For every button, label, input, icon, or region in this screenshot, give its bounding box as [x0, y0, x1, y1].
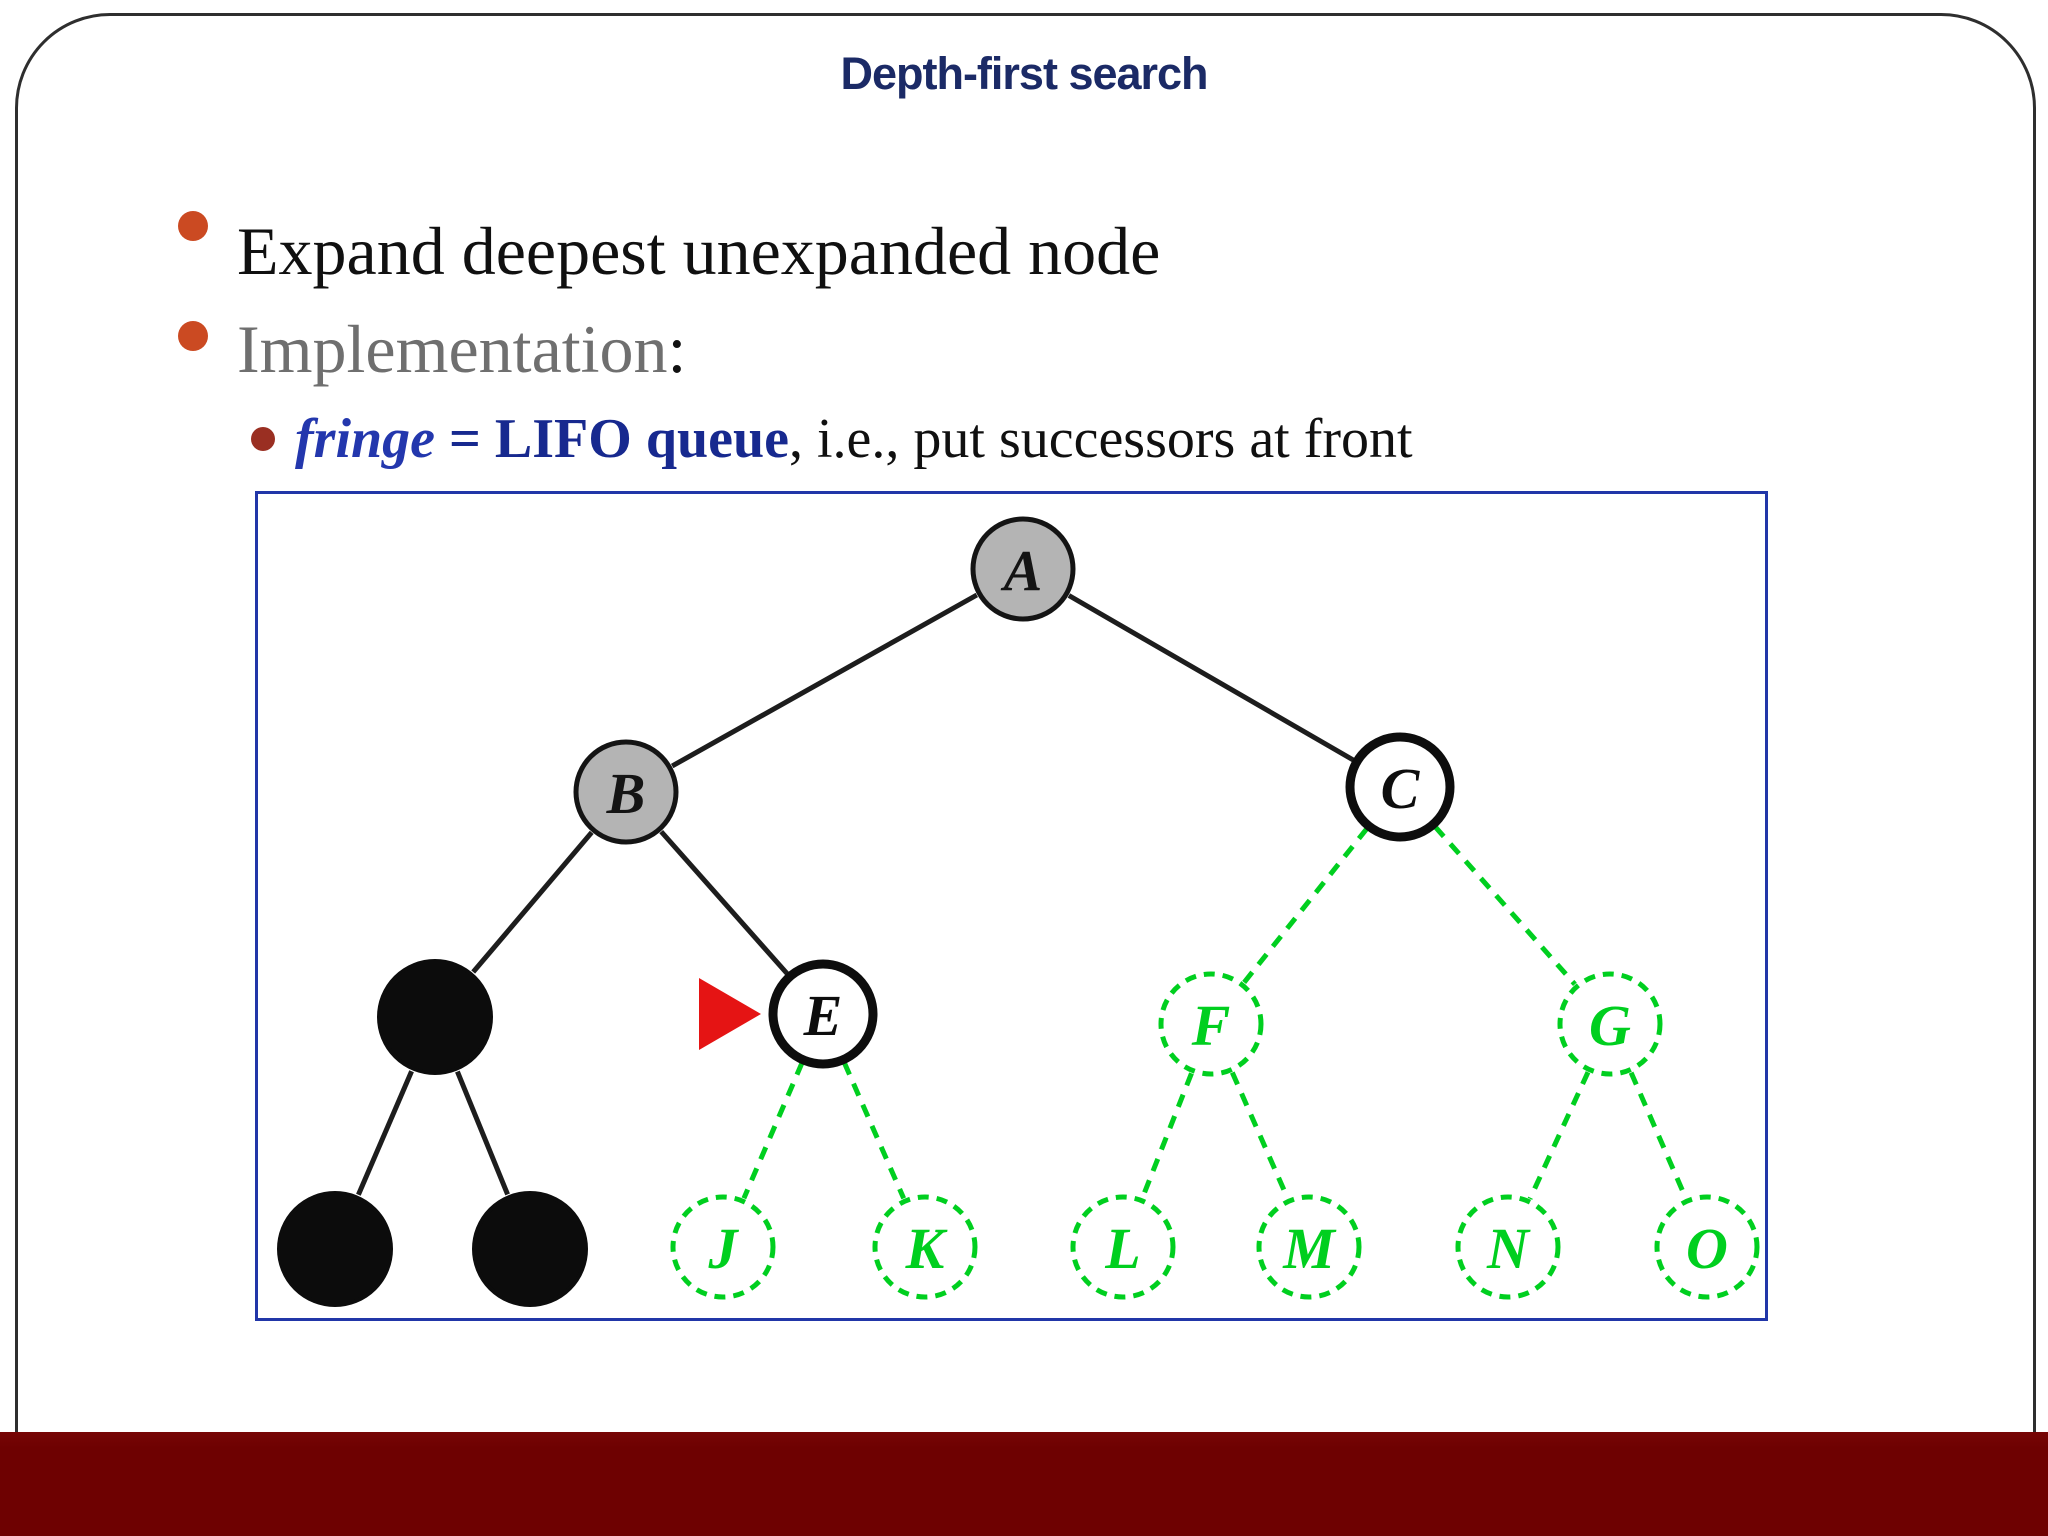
tree-edge-C-G — [1433, 825, 1577, 986]
lifo-queue-phrase: = LIFO queue — [435, 408, 789, 470]
tree-edge-A-B — [670, 592, 979, 769]
tree-node-A: A — [970, 516, 1076, 622]
tree-node-circle-O — [1654, 1194, 1760, 1300]
footer-maroon-bar — [0, 1432, 2048, 1536]
tree-node-circle-B — [573, 739, 679, 845]
tree-node-label-B: B — [606, 761, 646, 826]
tree-node-label-J: J — [708, 1216, 740, 1281]
tree-node-K: K — [872, 1194, 978, 1300]
tree-node-F: F — [1158, 971, 1264, 1077]
tree-node-N: N — [1455, 1194, 1561, 1300]
tree-edge-E-J — [741, 1061, 805, 1200]
tree-node-label-L: L — [1104, 1216, 1140, 1281]
tree-edge-E-K — [842, 1061, 906, 1200]
tree-node-circle-L — [1070, 1194, 1176, 1300]
tree-node-label-N: N — [1486, 1216, 1531, 1281]
tree-node-label-O: O — [1686, 1216, 1728, 1281]
tree-node-label-E: E — [803, 983, 843, 1048]
tree-node-X3 — [472, 1191, 588, 1307]
successors-phrase: , i.e., put successors at front — [788, 408, 1413, 470]
tree-edge-B-X1 — [471, 830, 594, 974]
tree-node-E: E — [768, 959, 878, 1069]
sub-bullet-dot — [251, 427, 275, 451]
tree-node-X1 — [377, 959, 493, 1075]
tree-node-circle-X1 — [377, 959, 493, 1075]
tree-node-circle-X2 — [277, 1191, 393, 1307]
tree-edge-B-E — [659, 829, 790, 977]
bullet-dot-2 — [178, 321, 208, 351]
bullet-dot-1 — [178, 211, 208, 241]
tree-edge-A-C — [1067, 593, 1356, 763]
tree-edge-G-O — [1628, 1071, 1689, 1200]
slide-title: Depth-first search — [840, 48, 1208, 99]
tree-node-label-K: K — [905, 1216, 948, 1281]
tree-node-B: B — [573, 739, 679, 845]
tree-node-label-F: F — [1191, 993, 1231, 1058]
tree-node-X2 — [277, 1191, 393, 1307]
tree-node-label-C: C — [1381, 756, 1421, 821]
dfs-position-arrow-icon — [699, 978, 761, 1050]
tree-edge-C-F — [1242, 826, 1369, 985]
fringe-word: fringe — [295, 408, 435, 470]
tree-node-O: O — [1654, 1194, 1760, 1300]
tree-edge-F-M — [1230, 1071, 1290, 1200]
tree-edge-G-N — [1527, 1071, 1591, 1200]
tree-node-J: J — [670, 1194, 776, 1300]
tree-edge-X1-X3 — [455, 1070, 510, 1196]
slide-frame-border — [15, 13, 2036, 1536]
tree-node-circle-J — [670, 1194, 776, 1300]
tree-node-M: M — [1256, 1194, 1362, 1300]
tree-node-circle-N — [1455, 1194, 1561, 1300]
tree-node-circle-G — [1557, 971, 1663, 1077]
tree-edge-X1-X2 — [356, 1070, 414, 1196]
tree-node-circle-M — [1256, 1194, 1362, 1300]
tree-node-label-G: G — [1589, 993, 1631, 1058]
bullet-text-implementation: Implementation: — [237, 311, 687, 387]
implementation-word: Implementation — [237, 311, 668, 387]
tree-node-label-A: A — [1001, 538, 1043, 603]
tree-node-circle-X3 — [472, 1191, 588, 1307]
tree-node-L: L — [1070, 1194, 1176, 1300]
search-tree-figure: A B C E F G J K L M N O — [255, 491, 1768, 1321]
bullet-text-expand: Expand deepest unexpanded node — [237, 213, 1161, 289]
implementation-colon: : — [667, 311, 687, 387]
search-tree-svg: A B C E F G J K L M N O — [277, 516, 1760, 1307]
tree-node-circle-E — [768, 959, 878, 1069]
tree-node-circle-A — [970, 516, 1076, 622]
sub-bullet-text: fringe = LIFO queue, i.e., put successor… — [295, 410, 1413, 469]
tree-node-C: C — [1345, 732, 1455, 842]
tree-node-circle-F — [1158, 971, 1264, 1077]
tree-node-circle-C — [1345, 732, 1455, 842]
tree-node-label-M: M — [1282, 1216, 1337, 1281]
tree-edge-F-L — [1140, 1072, 1194, 1199]
tree-node-circle-K — [872, 1194, 978, 1300]
tree-node-G: G — [1557, 971, 1663, 1077]
